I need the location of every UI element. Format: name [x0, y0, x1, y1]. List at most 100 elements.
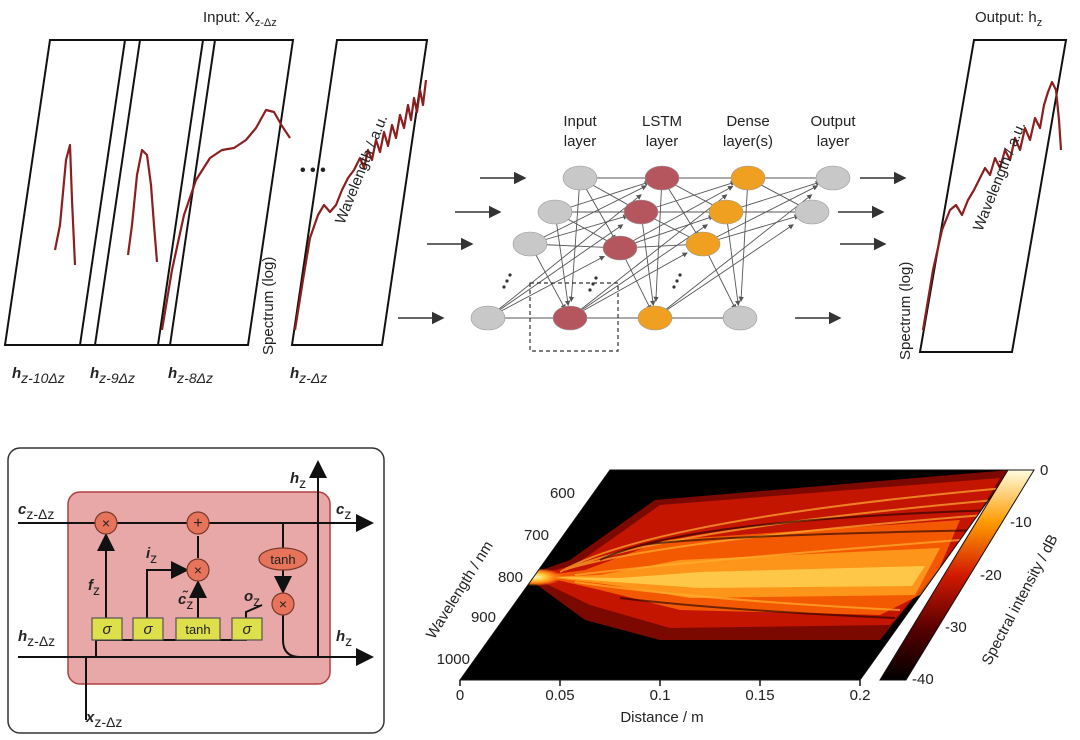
cbar-tick-30: -30: [945, 619, 967, 636]
output-multiply-symbol: ×: [279, 596, 287, 612]
o-label: oz: [244, 588, 260, 609]
colorbar-label: Spectral intensity / dB: [979, 532, 1062, 668]
output-node-1: [815, 165, 851, 191]
x-in-label: xz-Δz: [85, 709, 122, 730]
tanh-op: [258, 547, 308, 571]
output-y-axis-label: Spectrum (log): [897, 262, 914, 360]
heatmap-panel: 600 700 800 900 1000 Wavelength / nm 0 0…: [423, 462, 1062, 726]
continuation-dot: [588, 288, 592, 292]
forget-gate: [91, 617, 123, 641]
colorbar: [879, 469, 1035, 681]
output-node-3: [722, 305, 758, 331]
output-panel: Output: hz Spectrum (log) Wavelength / a…: [897, 9, 1068, 360]
lstm-node-1: [644, 165, 680, 191]
continuation-dot: [672, 285, 676, 289]
f-label: fz: [88, 577, 100, 598]
layer-label-lstm-1: LSTM: [642, 113, 682, 130]
add-op: [186, 511, 210, 535]
input-gate-label: σ: [143, 621, 153, 638]
network-edge: [487, 255, 605, 319]
h-out-label: hz: [336, 628, 352, 649]
x-tick-0: 0: [456, 687, 464, 704]
dense-node-3: [685, 231, 721, 257]
input-x-axis-label: Wavelength / a.u.: [332, 112, 391, 226]
cbar-tick-0: 0: [1040, 462, 1048, 479]
input-gate: [132, 617, 164, 641]
lstm-highlight-box: [529, 282, 619, 352]
heatmap-x-label: Distance / m: [620, 709, 703, 726]
layer-label-output-2: layer: [817, 133, 850, 150]
layer-label-input-1: Input: [563, 113, 597, 130]
frame-1-label: hz-10Δz: [12, 365, 65, 386]
lstm-cell-diagram: × + × × tanh σ σ tanh σ cz-Δz cz hz-Δz h…: [7, 447, 385, 734]
forget-multiply-op: [94, 511, 118, 535]
output-x-axis-label: Wavelength / a.u.: [970, 119, 1029, 233]
y-tick-1000: 1000: [437, 651, 470, 668]
network-edge: [654, 224, 794, 319]
continuation-dot: [508, 273, 512, 277]
x-tick-0.15: 0.15: [745, 687, 774, 704]
continuation-dot: [594, 276, 598, 280]
layer-label-output-1: Output: [810, 113, 856, 130]
h-in-label: hz-Δz: [18, 628, 55, 649]
mult-to-hidden-wire: [282, 615, 301, 658]
x-tick-0.05: 0.05: [545, 687, 574, 704]
y-tick-700: 700: [524, 527, 549, 544]
continuation-dot: [678, 273, 682, 277]
network-edge: [569, 224, 709, 319]
cbar-tick-40: -40: [912, 671, 934, 688]
output-multiply-op: [271, 592, 295, 616]
dense-node-2: [708, 199, 744, 225]
network-edge: [487, 194, 642, 319]
network-edge: [619, 185, 734, 249]
x-tick-0.1: 0.1: [650, 687, 671, 704]
x-tick-0.2: 0.2: [850, 687, 871, 704]
forget-gate-label: σ: [102, 621, 112, 638]
tanh-op-label: tanh: [270, 552, 295, 567]
c-in-label: cz-Δz: [18, 501, 54, 522]
heatmap-y-label: Wavelength / nm: [423, 538, 497, 642]
cbar-tick-10: -10: [1010, 514, 1032, 531]
input-node-3: [512, 231, 548, 257]
layer-label-input-2: layer: [564, 133, 597, 150]
lstm-node-4: [552, 305, 588, 331]
network-edge: [487, 224, 624, 319]
layer-label-dense-2: layer(s): [723, 133, 773, 150]
network-edge: [725, 211, 741, 307]
input-title: Input: Xz-Δz: [203, 9, 277, 29]
continuation-dot: [502, 285, 506, 289]
add-symbol: +: [193, 515, 202, 532]
forget-multiply-symbol: ×: [102, 515, 110, 531]
output-gate-label: σ: [242, 621, 252, 638]
input-y-axis-label: Spectrum (log): [260, 257, 277, 355]
network-edge: [653, 177, 663, 303]
layer-label-lstm-2: layer: [646, 133, 679, 150]
network-edge: [569, 252, 688, 319]
output-node-2: [794, 199, 830, 225]
network-nodes: [470, 165, 851, 331]
output-frame: [918, 39, 1068, 353]
dense-node-1: [730, 165, 766, 191]
cbar-tick-20: -20: [980, 567, 1002, 584]
output-gate: [231, 617, 263, 641]
dense-node-4: [637, 305, 673, 331]
input-gate-wire: [146, 561, 189, 618]
frame-3-label: hz-8Δz: [168, 365, 213, 386]
frame-4-label: hz-Δz: [290, 365, 327, 386]
output-title: Output: hz: [975, 9, 1042, 29]
lstm-node-2: [623, 199, 659, 225]
spectrum-frame-3: hz-8Δz: [156, 39, 295, 386]
continuation-dot: [675, 279, 679, 283]
input-node-2: [537, 199, 573, 225]
c-tilde-label: c̃z: [178, 590, 193, 612]
h-top-label: hz: [290, 470, 306, 491]
input-multiply-symbol: ×: [194, 562, 202, 578]
i-label: iz: [146, 545, 157, 566]
input-node-1: [562, 165, 598, 191]
ellipsis: • • •: [300, 162, 326, 179]
y-tick-600: 600: [550, 485, 575, 502]
continuation-dot: [505, 279, 509, 283]
input-panel: Input: Xz-Δz hz-10Δz hz-9Δz hz-8Δz •: [3, 9, 429, 386]
heatmap-surface: [460, 470, 1010, 680]
